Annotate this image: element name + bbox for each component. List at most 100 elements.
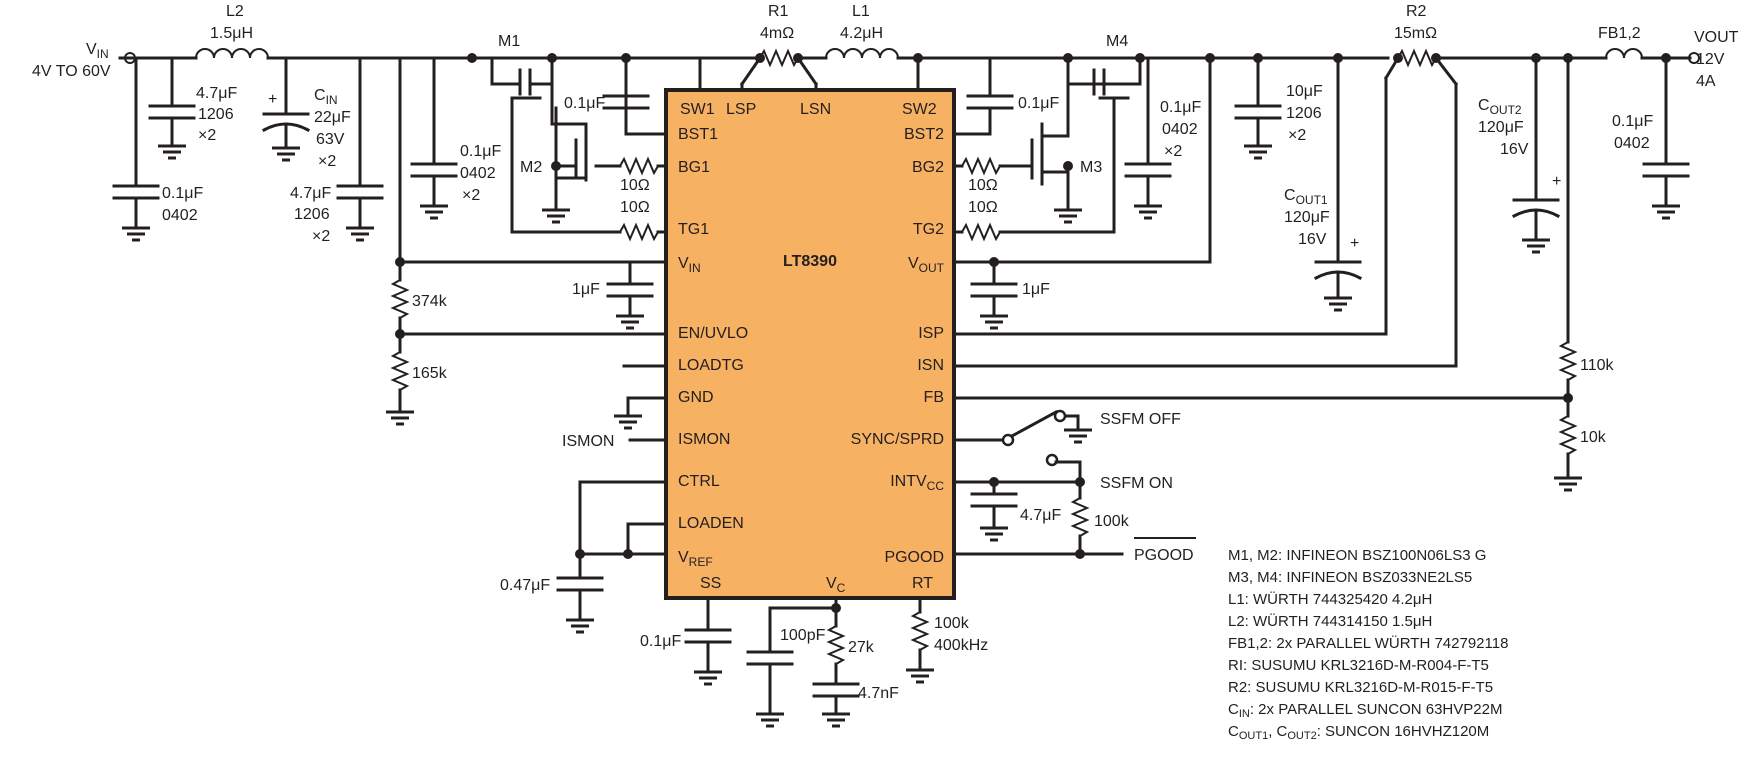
cin-plus: +	[268, 91, 277, 108]
pgood-label: PGOOD	[1134, 547, 1194, 564]
resistor-27k	[828, 625, 844, 665]
r-tg1-label: 10Ω	[620, 199, 650, 216]
cout1-voltage: 16V	[1298, 231, 1327, 248]
pin-rt: RT	[912, 575, 933, 592]
cap-ss-label: 0.1μF	[640, 633, 681, 650]
cout2-plus: +	[1552, 173, 1561, 190]
cin-label: CIN	[314, 87, 338, 107]
cap-in-1206a-size: 1206	[198, 106, 234, 123]
vin-label: VIN	[86, 41, 109, 61]
fb12-label: FB1,2	[1598, 25, 1641, 42]
cap-in-1206a-qty: ×2	[198, 127, 216, 144]
pin-sw2: SW2	[902, 101, 937, 118]
pin-en-uvlo: EN/UVLO	[678, 325, 748, 342]
r1-value: 4mΩ	[760, 25, 794, 42]
cap-in-1206b-qty: ×2	[312, 228, 330, 245]
cap-vref-label: 0.47μF	[500, 577, 550, 594]
resistor-10k	[1560, 415, 1576, 455]
pin-sw1: SW1	[680, 101, 715, 118]
resistor-tg1	[619, 224, 659, 240]
ssfm-off-label: SSFM OFF	[1100, 411, 1181, 428]
note-line: M3, M4: INFINEON BSZ033NE2LS5	[1228, 569, 1472, 586]
cin-qty: ×2	[318, 153, 336, 170]
note-line: L1: WÜRTH 744325420 4.2μH	[1228, 590, 1432, 608]
pin-loadtg: LOADTG	[678, 357, 744, 374]
m2-label: M2	[520, 159, 542, 176]
pin-sync-sprd: SYNC/SPRD	[851, 431, 944, 448]
r-165k-label: 165k	[412, 365, 448, 382]
vin-range: 4V TO 60V	[32, 63, 111, 80]
r-rt-freq: 400kHz	[934, 637, 988, 654]
pin-bg2: BG2	[912, 159, 944, 176]
note-line-cout: COUT1, COUT2: SUNCON 16HVHZ120M	[1228, 723, 1489, 742]
cap-out-0402x2-value: 0.1μF	[1160, 99, 1201, 116]
cap-in-1206a	[148, 104, 196, 120]
vout-current: 4A	[1696, 73, 1716, 90]
resistor-110k	[1560, 341, 1576, 381]
cap-vout-0402	[1642, 162, 1690, 178]
cout1-plus: +	[1350, 235, 1359, 252]
pin-vc: VC	[826, 575, 846, 595]
cap-bst1-label: 0.1μF	[564, 95, 605, 112]
note-line: RI: SUSUMU KRL3216D-M-R004-F-T5	[1228, 657, 1489, 674]
cap-vin-1u	[606, 282, 654, 298]
cout2-voltage: 16V	[1500, 141, 1529, 158]
cap-100p-label: 100pF	[780, 627, 826, 644]
cap-out-1206-qty: ×2	[1288, 127, 1306, 144]
cap-out-1206	[1234, 104, 1282, 120]
cout2-cap: 120μF	[1478, 119, 1524, 136]
cap-in-0402-size: 0402	[162, 207, 198, 224]
cout1-cap: 120μF	[1284, 209, 1330, 226]
resistor-bg2	[961, 158, 1001, 174]
pin-isp: ISP	[918, 325, 944, 342]
l1-value: 4.2μH	[840, 25, 883, 42]
inductor-l2	[195, 48, 269, 59]
cap-in-0402	[112, 184, 160, 200]
cap-vin-1u-label: 1μF	[572, 281, 600, 298]
pin-vref: VREF	[678, 549, 713, 569]
cap-bst2-label: 0.1μF	[1018, 95, 1059, 112]
ferrite-fb12	[1605, 48, 1643, 59]
resistor-100k-pullup	[1072, 497, 1088, 537]
cap-intvcc	[970, 492, 1018, 508]
m4-label: M4	[1106, 33, 1128, 50]
pin-bst1: BST1	[678, 126, 718, 143]
pin-gnd: GND	[678, 389, 714, 406]
cap-in-0402-value: 0.1μF	[162, 185, 203, 202]
cap-vout-1u	[970, 282, 1018, 298]
note-line: L2: WÜRTH 744314150 1.5μH	[1228, 612, 1432, 630]
cap-intvcc-label: 4.7μF	[1020, 507, 1061, 524]
ic-name: LT8390	[783, 253, 837, 270]
pin-fb: FB	[924, 389, 944, 406]
pin-ctrl: CTRL	[678, 473, 720, 490]
resistor-tg2	[961, 224, 1001, 240]
pin-vin: VIN	[678, 255, 701, 275]
r-374k-label: 374k	[412, 293, 448, 310]
r2-ref: R2	[1406, 3, 1427, 20]
cap-out-0402x2-size: 0402	[1162, 121, 1198, 138]
resistor-r1	[759, 50, 799, 66]
cap-out-0402x2	[1124, 162, 1172, 178]
cout2-label: COUT2	[1478, 97, 1522, 117]
cap-vout-0402-size: 0402	[1614, 135, 1650, 152]
cap-in-1206a-value: 4.7μF	[196, 85, 237, 102]
r-tg2-label: 10Ω	[968, 199, 998, 216]
vout-voltage: 12V	[1696, 51, 1725, 68]
note-line-cin: CIN: 2x PARALLEL SUNCON 63HVP22M	[1228, 701, 1502, 720]
note-line: FB1,2: 2x PARALLEL WÜRTH 742792118	[1228, 634, 1508, 652]
note-line: M1, M2: INFINEON BSZ100N06LS3 G	[1228, 547, 1486, 564]
pin-isn: ISN	[917, 357, 944, 374]
cap-100p	[746, 650, 794, 666]
cap-in-0402x2-value: 0.1μF	[460, 143, 501, 160]
resistor-374k	[392, 279, 408, 319]
resistor-165k	[392, 351, 408, 391]
pin-vout: VOUT	[908, 255, 945, 275]
bom-notes: M1, M2: INFINEON BSZ100N06LS3 G M3, M4: …	[1228, 547, 1508, 742]
cap-ss	[684, 628, 732, 644]
l2-value: 1.5μH	[210, 25, 253, 42]
pin-bg1: BG1	[678, 159, 710, 176]
cap-out-0402x2-qty: ×2	[1164, 143, 1182, 160]
resistor-rt	[912, 611, 928, 651]
r-27k-label: 27k	[848, 639, 875, 656]
cap-out-1206-size: 1206	[1286, 105, 1322, 122]
